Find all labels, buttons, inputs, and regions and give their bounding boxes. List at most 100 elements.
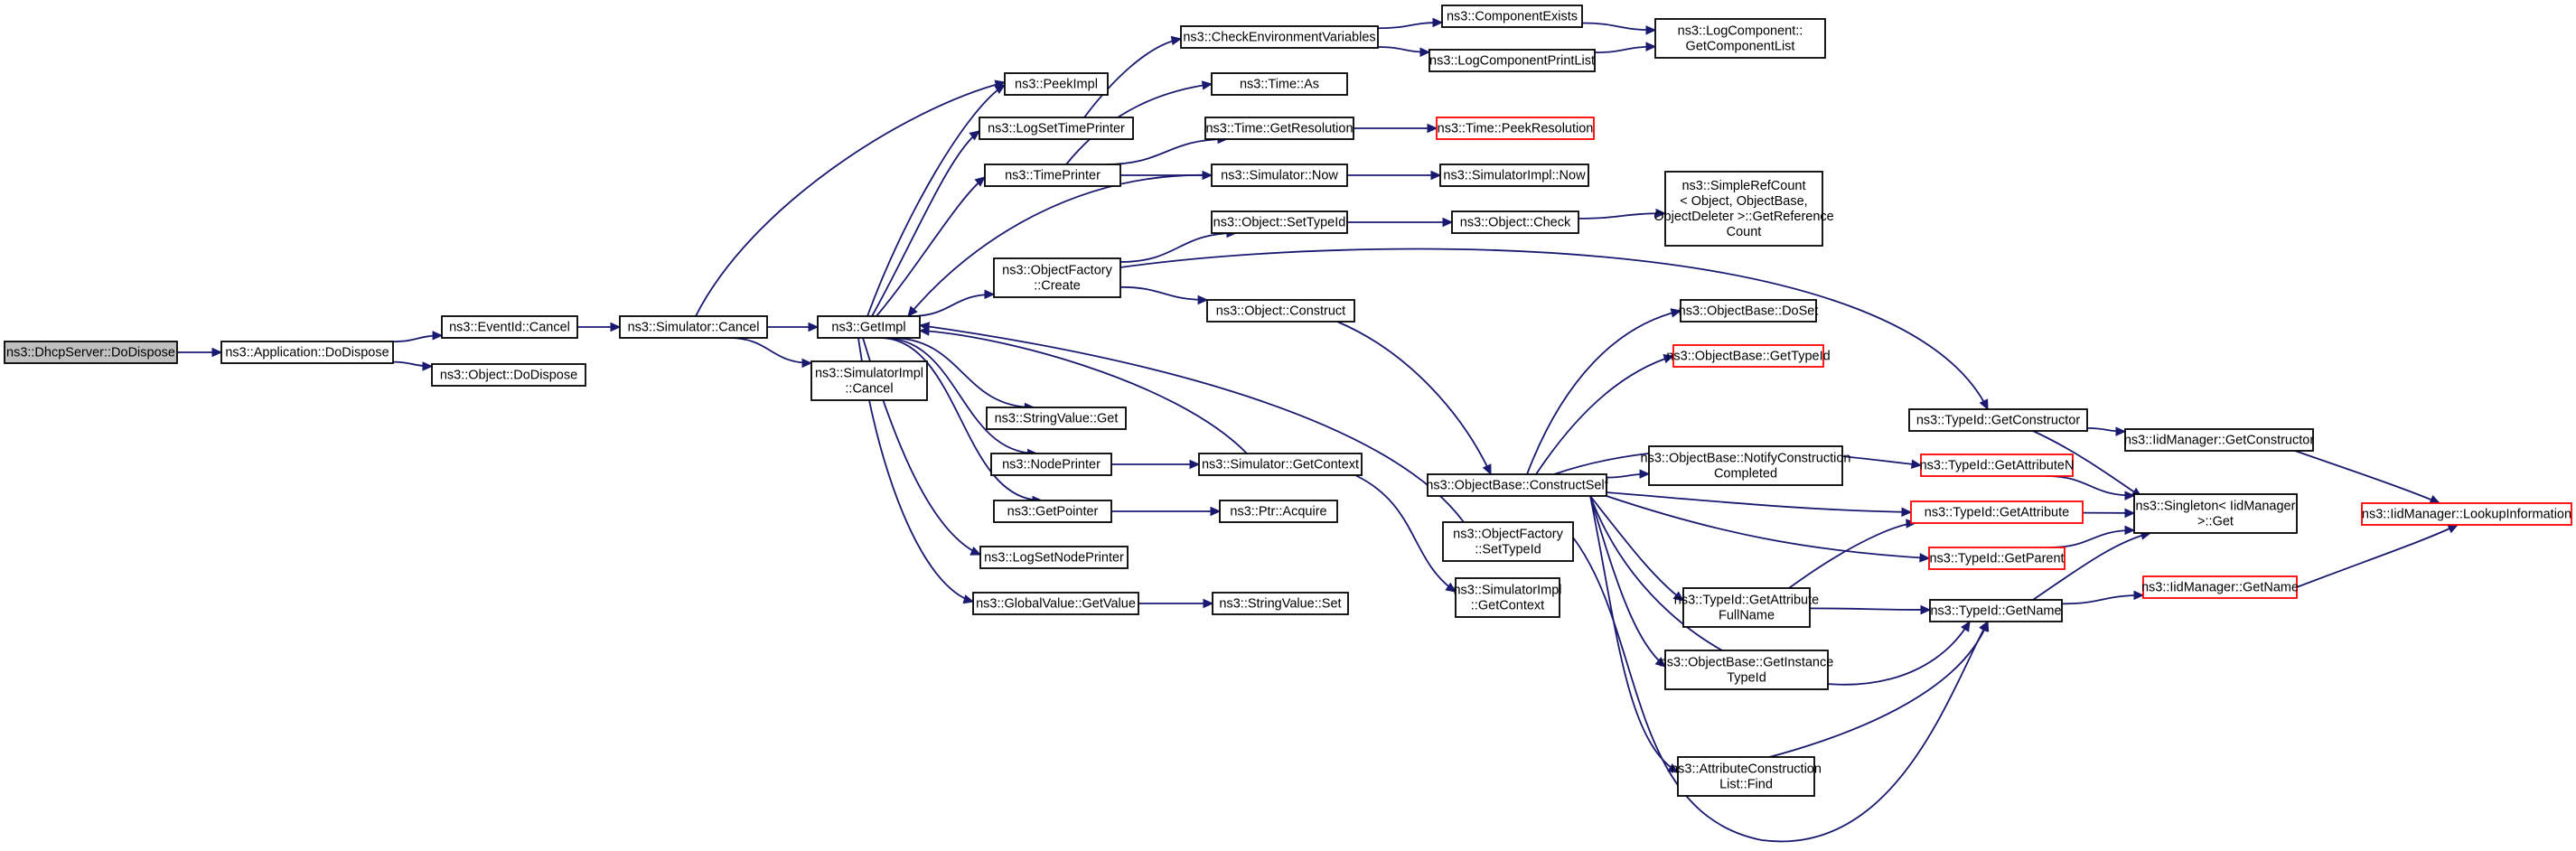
edges-layer [177, 17, 2459, 843]
edge-n10-to-n21 [1119, 285, 1209, 305]
node-n37[interactable]: ns3::ObjectBase::NotifyConstructionCompl… [1641, 445, 1851, 486]
node-label: ns3::NodePrinter [1002, 458, 1101, 472]
node-n14[interactable]: ns3::LogSetNodePrinter [979, 546, 1129, 569]
node-n44[interactable]: ns3::TypeId::GetParent [1928, 547, 2065, 570]
nodes-layer: ns3::DhcpServer::DoDispose ns3::Applicati… [4, 5, 2572, 797]
edge-n32-to-n36 [1535, 354, 1675, 475]
node-n13[interactable]: ns3::GetPointer [993, 500, 1112, 523]
node-label: ns3::GetImpl [831, 321, 905, 335]
edge-line [2032, 430, 2142, 498]
edge-arrowhead [432, 331, 444, 341]
node-n3[interactable]: ns3::Object::DoDispose [431, 363, 586, 387]
node-n10[interactable]: ns3::ObjectFactory::Create [993, 257, 1121, 298]
node-label: ::Cancel [845, 382, 893, 397]
edge-n4-to-n6 [728, 337, 813, 369]
node-n29[interactable]: ns3::SimulatorImpl::Now [1439, 164, 1589, 187]
node-n32[interactable]: ns3::ObjectBase::ConstructSelf [1426, 473, 1609, 497]
edge-arrowhead [974, 176, 986, 187]
edge-arrowhead [801, 358, 813, 369]
node-label: FullName [1719, 609, 1775, 623]
node-box [1211, 210, 1348, 234]
node-n41[interactable]: ns3::TypeId::GetConstructor [1908, 408, 2088, 432]
node-n18[interactable]: ns3::Time::GetResolution [1204, 117, 1354, 140]
edge-arrowhead [970, 546, 982, 556]
node-n36[interactable]: ns3::ObjectBase::GetTypeId [1666, 344, 1831, 368]
node-label: ns3::TypeId::GetConstructor [1916, 414, 2081, 428]
edge-n43-to-n47 [2082, 508, 2136, 519]
node-n24[interactable]: ns3::StringValue::Set [1212, 592, 1349, 615]
node-n12[interactable]: ns3::NodePrinter [990, 453, 1112, 476]
node-n20[interactable]: ns3::Object::SetTypeId [1211, 210, 1348, 234]
node-n21[interactable]: ns3::Object::Construct [1206, 299, 1355, 323]
edge-n45-to-n48 [2061, 590, 2145, 605]
edge-n30-to-n31 [1578, 208, 1667, 220]
edge-arrowhead [2124, 491, 2136, 500]
node-label: ns3::Simulator::GetContext [1202, 458, 1359, 472]
edge-arrowhead [1442, 217, 1454, 228]
edge-n10-to-n41 [1119, 248, 1989, 411]
node-box [2133, 493, 2298, 534]
node-n9[interactable]: ns3::TimePrinter [984, 164, 1121, 187]
edge-arrowhead [2429, 495, 2441, 504]
node-n49[interactable]: ns3::IidManager::LookupInformation [2361, 502, 2572, 526]
node-n23[interactable]: ns3::Ptr::Acquire [1219, 500, 1338, 523]
node-n16[interactable]: ns3::CheckEnvironmentVariables [1180, 25, 1379, 49]
node-n43[interactable]: ns3::TypeId::GetAttribute [1910, 500, 2084, 524]
node-box [1436, 117, 1595, 140]
node-n22[interactable]: ns3::Simulator::GetContext [1198, 453, 1363, 476]
node-n7[interactable]: ns3::PeekImpl [1004, 72, 1109, 96]
node-box [1180, 25, 1379, 49]
node-box [1451, 210, 1579, 234]
edge-line [883, 337, 1037, 454]
node-label: ns3::IidManager::GetName [2141, 581, 2299, 595]
edge-n5-to-n7 [866, 84, 1007, 317]
node-box [1219, 500, 1338, 523]
node-label: ns3::Time::As [1240, 78, 1319, 92]
node-label: ns3::LogComponent:: [1678, 24, 1803, 39]
edge-line [919, 324, 1465, 523]
node-box [1648, 445, 1843, 486]
node-n33[interactable]: ns3::ObjectFactory::SetTypeId [1442, 521, 1574, 562]
node-n45[interactable]: ns3::TypeId::GetName [1929, 599, 2063, 622]
node-n26[interactable]: ns3::LogComponentPrintList [1429, 49, 1596, 72]
node-n42[interactable]: ns3::TypeId::GetAttributeN [1920, 454, 2075, 477]
node-n4[interactable]: ns3::Simulator::Cancel [619, 315, 768, 339]
node-n5[interactable]: ns3::GetImpl [817, 315, 921, 339]
node-n35[interactable]: ns3::ObjectBase::DoSet [1679, 299, 1819, 323]
node-n27[interactable]: ns3::LogComponent::GetComponentList [1654, 18, 1826, 59]
node-n28[interactable]: ns3::Time::PeekResolution [1436, 117, 1595, 140]
node-label: ns3::Application::DoDispose [225, 346, 389, 360]
node-n30[interactable]: ns3::Object::Check [1451, 210, 1579, 234]
edge-line [1083, 38, 1182, 118]
node-n8[interactable]: ns3::LogSetTimePrinter [979, 117, 1134, 140]
node-n11[interactable]: ns3::StringValue::Get [986, 407, 1127, 430]
node-box [2361, 502, 2572, 526]
node-n47[interactable]: ns3::Singleton< IidManager >::Get [2133, 493, 2298, 534]
edge-arrowhead [1670, 308, 1682, 318]
node-label: >::Get [2197, 515, 2234, 529]
node-n6[interactable]: ns3::SimulatorImpl::Cancel [810, 360, 928, 401]
edge-arrowhead [907, 305, 918, 317]
edge-arrowhead [1189, 459, 1201, 470]
node-label: ns3::SimulatorImpl [1453, 584, 1561, 598]
node-n34[interactable]: ns3::SimulatorImpl::GetContext [1453, 577, 1562, 618]
node-n2[interactable]: ns3::EventId::Cancel [441, 315, 578, 339]
node-n46[interactable]: ns3::IidManager::GetConstructor [2124, 428, 2315, 452]
node-n31[interactable]: ns3::SimpleRefCount< Object, ObjectBase,… [1653, 171, 1834, 247]
edge-n5-to-n9 [876, 176, 986, 317]
edge-line [919, 330, 1248, 454]
node-n0[interactable]: ns3::DhcpServer::DoDispose [4, 341, 178, 364]
edge-n32-to-n37 [1606, 469, 1651, 479]
node-n15[interactable]: ns3::GlobalValue::GetValue [972, 592, 1139, 615]
edge-line [1572, 537, 1989, 843]
node-n1[interactable]: ns3::Application::DoDispose [220, 341, 394, 364]
node-n48[interactable]: ns3::IidManager::GetName [2141, 575, 2299, 599]
edge-line [1526, 310, 1681, 475]
node-n25[interactable]: ns3::ComponentExists [1441, 5, 1583, 28]
node-n17[interactable]: ns3::Time::As [1211, 72, 1348, 96]
node-n19[interactable]: ns3::Simulator::Now [1211, 164, 1348, 187]
node-box [220, 341, 394, 364]
